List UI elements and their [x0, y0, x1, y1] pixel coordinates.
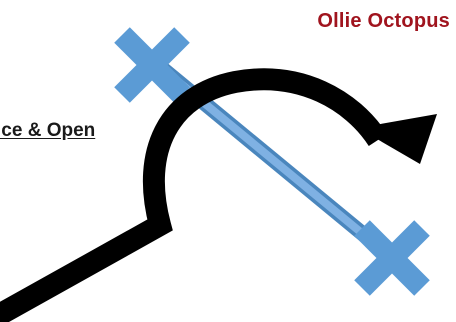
- end-cross-icon: [354, 220, 430, 296]
- start-cross-icon: [114, 27, 190, 103]
- diagram-title: Ollie Octopus: [317, 10, 450, 32]
- side-label: ice & Open: [0, 120, 96, 141]
- curved-arrow-icon: [0, 68, 437, 322]
